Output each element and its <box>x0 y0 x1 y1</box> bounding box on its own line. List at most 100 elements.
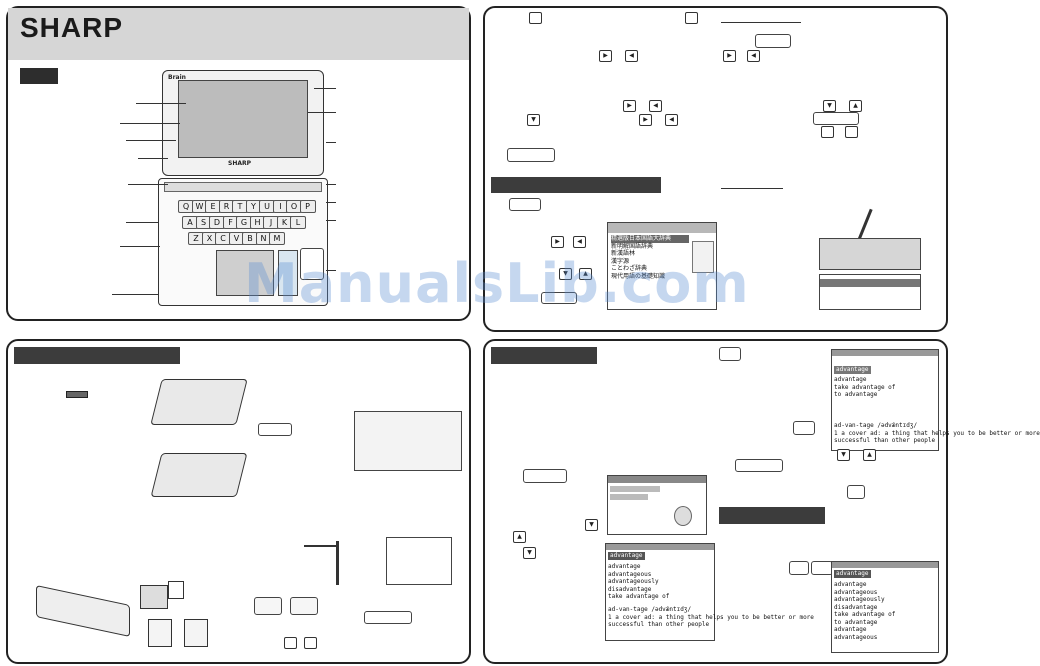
result-list-2: advantage advantageous advantageously di… <box>834 581 895 641</box>
down-arrow-key-3: ▼ <box>559 268 572 280</box>
search-line-2: advantage <box>834 570 871 578</box>
list-item: advantageous <box>834 588 878 596</box>
dict-item: 新漢語林 <box>611 250 636 257</box>
panel-setup <box>6 339 471 664</box>
key-box-7 <box>847 485 865 499</box>
contrast-diagram <box>300 537 368 587</box>
left-arrow-key-3: ◀ <box>649 100 662 112</box>
key-button-mid <box>813 112 859 125</box>
arrow-cluster <box>300 248 324 280</box>
search-mascot-icon <box>674 506 692 526</box>
device-logo: SHARP <box>228 160 252 167</box>
definition-line: ad-van-tage /ədvǽntɪdʒ/ <box>834 422 918 429</box>
main-screen <box>178 80 308 158</box>
watermark-text: ManualsLib.com <box>244 252 750 315</box>
key-box-3 <box>821 126 834 138</box>
keyboard-key: M <box>269 232 285 245</box>
plug-a <box>148 619 172 647</box>
adapter-illustration <box>36 577 236 651</box>
key-box-6 <box>304 637 317 649</box>
key-darker <box>254 597 282 615</box>
key-button-left <box>507 148 555 162</box>
up-arrow-key-2: ▲ <box>579 268 592 280</box>
screen-side-box <box>692 241 714 273</box>
up-arrow-key-3: ▲ <box>513 531 526 543</box>
key-box-1 <box>529 12 542 24</box>
dict-item: 精選版日本国語大辞典 <box>611 235 689 243</box>
entry-lines: advantage take advantage of to advantage <box>834 376 895 399</box>
device-battery-illustration <box>150 453 248 497</box>
definition-line: 1 a cover ad: a thing that helps you to … <box>608 613 814 621</box>
handwriting-pad <box>216 250 274 296</box>
definition-line: successful than other people <box>608 621 710 628</box>
key-box-5 <box>284 637 297 649</box>
left-arrow-key-2: ◀ <box>747 50 760 62</box>
key-button-entry <box>523 469 567 483</box>
dict-item: ことわざ辞典 <box>611 265 648 272</box>
list-item: to advantage <box>834 391 878 398</box>
wall-socket <box>168 581 184 599</box>
right-arrow-key-4: ▶ <box>639 114 652 126</box>
list-item: advantage <box>834 376 867 383</box>
result-list: advantage advantageous advantageously di… <box>608 563 669 601</box>
key-box-8 <box>789 561 809 575</box>
device-top-label: Brain <box>168 74 186 81</box>
section-bar-3 <box>491 347 597 364</box>
right-arrow-key-1: ▶ <box>599 50 612 62</box>
definition-line: successful than other people <box>834 437 936 444</box>
section-tag <box>20 68 58 84</box>
search-line: advantage <box>608 552 645 560</box>
panel-dictionary-select: ▶ ◀ ▶ ◀ ▶ ◀ ▼ ▶ ◀ ▼ ▲ ▶ ◀ ▼ ▲ 精選版日本国語大辞典… <box>483 6 948 332</box>
device-open-illustration <box>150 379 248 425</box>
down-arrow-key-1: ▼ <box>527 114 540 126</box>
down-arrow-key-5: ▼ <box>523 547 536 559</box>
input-bar <box>820 279 920 287</box>
left-arrow-key-4: ◀ <box>665 114 678 126</box>
definition-text: ad-van-tage /ədvǽntɪdʒ/ 1 a cover ad: a … <box>608 606 814 629</box>
entry-definition: ad-van-tage /ədvǽntɪdʒ/ 1 a cover ad: a … <box>834 422 1040 445</box>
list-item: advantage <box>834 581 867 588</box>
definition-line: 1 a cover ad: a thing that helps you to … <box>834 429 1040 437</box>
screen-header-grid <box>608 223 716 233</box>
plug-b <box>184 619 208 647</box>
up-arrow-key-1: ▲ <box>849 100 862 112</box>
key-button-section <box>509 198 541 211</box>
key-lighter <box>290 597 318 615</box>
list-item: disadvantage <box>608 585 652 593</box>
side-screen <box>278 250 298 296</box>
right-arrow-key-2: ▶ <box>723 50 736 62</box>
device-closed <box>36 585 130 637</box>
sharp-logo: SHARP <box>20 12 124 43</box>
key-box-4 <box>845 126 858 138</box>
slide-switch-icon <box>66 391 88 398</box>
down-arrow-key-2: ▼ <box>823 100 836 112</box>
list-item: take advantage of <box>608 593 670 600</box>
key-button-setup <box>258 423 292 436</box>
key-button-low <box>541 292 577 304</box>
list-item: advantageous <box>834 633 878 641</box>
underline-rule-2 <box>721 188 783 189</box>
dict-item: 新明解国語辞典 <box>611 242 654 250</box>
keyboard-key: P <box>299 200 316 213</box>
list-item: disadvantage <box>834 603 878 611</box>
underline-rule <box>721 22 801 23</box>
section-bar-2 <box>14 347 180 364</box>
up-arrow-key-4: ▲ <box>863 449 876 461</box>
dictionary-screen: 精選版日本国語大辞典 新明解国語辞典 新漢語林 漢字源 ことわざ辞典 現代用語の… <box>607 222 717 310</box>
small-screen-bottom <box>819 274 921 310</box>
calibration-box <box>386 537 452 585</box>
result-screen-right: advantage advantage advantageous advanta… <box>831 561 939 653</box>
function-key-strip <box>164 182 322 192</box>
panel-word-search: ▲ ▼ ▼ advantage advantage advantageous a… <box>483 339 1040 664</box>
right-arrow-key-3: ▶ <box>623 100 636 112</box>
list-item: take advantage of <box>834 611 896 618</box>
definition-screen-right: advantage advantage take advantage of to… <box>831 349 1040 451</box>
list-item: advantage <box>834 626 867 633</box>
key-switch-3 <box>811 561 833 575</box>
brand-header <box>8 8 469 60</box>
section-bar-1 <box>491 177 661 193</box>
list-item: advantageously <box>608 578 659 585</box>
ac-adapter <box>140 585 168 609</box>
key-box-2 <box>685 12 698 24</box>
